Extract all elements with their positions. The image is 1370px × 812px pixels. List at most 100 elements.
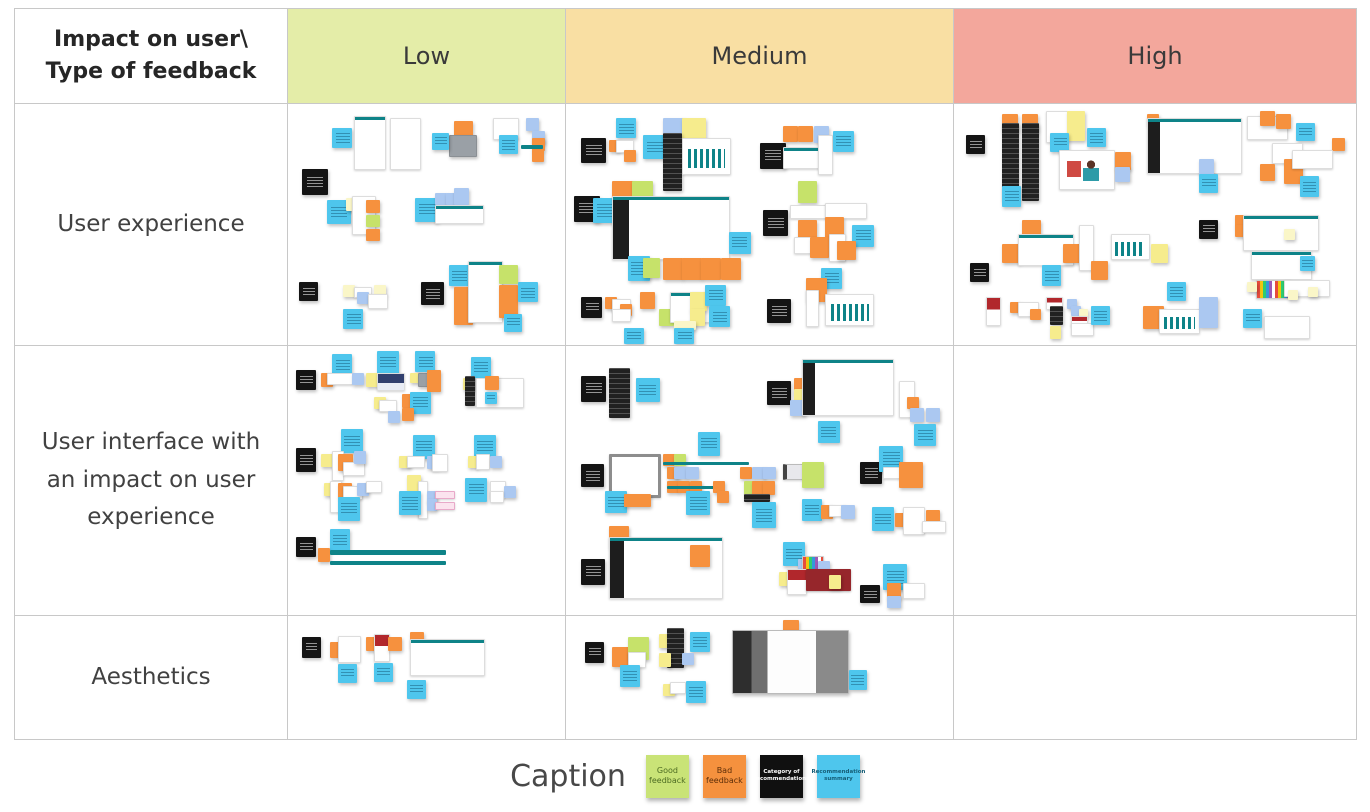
screenshot-thumbnail[interactable]: [1291, 149, 1333, 169]
screenshot-thumbnail[interactable]: [612, 308, 632, 322]
screenshot-thumbnail[interactable]: [490, 491, 505, 504]
sticky-note-blue[interactable]: [1086, 128, 1106, 148]
sticky-note-orange[interactable]: [1010, 301, 1022, 313]
sticky-note-yellow[interactable]: [365, 372, 380, 387]
sticky-note-lavender[interactable]: [426, 491, 437, 504]
sticky-note-orange[interactable]: [751, 480, 764, 495]
sticky-note-lavender[interactable]: [685, 467, 699, 480]
sticky-note-orange[interactable]: [713, 480, 726, 493]
chart-thumbnail[interactable]: [825, 294, 875, 327]
sticky-note-blue[interactable]: [473, 434, 496, 459]
sticky-note-orange[interactable]: [1114, 152, 1131, 171]
sticky-note-blue[interactable]: [689, 631, 710, 652]
screenshot-thumbnail-framed[interactable]: [608, 453, 661, 498]
sticky-note-orange[interactable]: [1062, 243, 1080, 263]
sticky-note-lavender[interactable]: [454, 188, 470, 206]
sticky-note-orange[interactable]: [1142, 306, 1164, 330]
sticky-note-blue[interactable]: [409, 391, 431, 414]
sticky-note-blue[interactable]: [685, 491, 710, 516]
sticky-note-lavender[interactable]: [1199, 159, 1215, 177]
sticky-note-black[interactable]: [581, 375, 607, 402]
sticky-note-pale-yellow[interactable]: [373, 284, 386, 297]
sticky-note-lavender[interactable]: [1070, 306, 1081, 317]
screenshot-thumbnail-grey-app[interactable]: [732, 629, 850, 694]
sticky-note-orange[interactable]: [701, 258, 722, 281]
sticky-note-pale-yellow[interactable]: [1287, 289, 1298, 300]
sticky-note-black[interactable]: [301, 636, 321, 658]
screenshot-thumbnail-teal-header[interactable]: [1243, 214, 1320, 251]
sticky-note-orange[interactable]: [887, 582, 902, 599]
screenshot-thumbnail-teal-header[interactable]: [354, 116, 387, 171]
sticky-note-pale-yellow[interactable]: [1307, 287, 1318, 298]
sticky-note-orange[interactable]: [809, 236, 829, 258]
sticky-note-blue[interactable]: [343, 308, 364, 329]
sticky-note-orange[interactable]: [387, 636, 402, 651]
sticky-note-lavender[interactable]: [526, 118, 540, 132]
sticky-note-orange[interactable]: [662, 258, 683, 281]
sticky-note-blue[interactable]: [398, 491, 421, 516]
sticky-note-blue[interactable]: [728, 231, 751, 254]
screenshot-thumbnail-app-window[interactable]: [608, 536, 723, 599]
sticky-note-blue[interactable]: [1299, 255, 1315, 271]
sticky-note-blue[interactable]: [432, 132, 450, 150]
sticky-note-blue[interactable]: [329, 528, 350, 551]
sticky-note-black[interactable]: [296, 370, 317, 391]
sticky-note-orange[interactable]: [365, 229, 380, 242]
sticky-note-blue[interactable]: [484, 391, 497, 404]
sticky-note-blue[interactable]: [848, 670, 867, 691]
screenshot-thumbnail-dark-panel[interactable]: [662, 132, 682, 191]
label-strip-pink[interactable]: [434, 491, 455, 500]
screenshot-thumbnail[interactable]: [670, 682, 687, 695]
sticky-note-lavender[interactable]: [1066, 299, 1077, 310]
sticky-note-lavender[interactable]: [840, 504, 855, 519]
sticky-note-lavender[interactable]: [751, 467, 765, 480]
illustration-thumbnail[interactable]: [1058, 149, 1115, 190]
sticky-note-blue[interactable]: [412, 434, 435, 459]
sticky-note-blue[interactable]: [340, 429, 363, 454]
screenshot-thumbnail-teal-header[interactable]: [409, 639, 485, 677]
sticky-note-orange[interactable]: [763, 480, 776, 495]
screenshot-thumbnail[interactable]: [825, 202, 868, 219]
sticky-note-yellow[interactable]: [468, 456, 479, 469]
chart-thumbnail[interactable]: [1110, 234, 1150, 261]
sticky-note-yellow[interactable]: [407, 475, 422, 492]
sticky-note-blue[interactable]: [465, 477, 488, 502]
sticky-note-blue[interactable]: [705, 284, 727, 306]
sticky-note-black[interactable]: [296, 536, 317, 557]
sticky-note-orange[interactable]: [782, 125, 798, 142]
sticky-note-lavender[interactable]: [357, 291, 370, 304]
sticky-note-pale-yellow[interactable]: [674, 320, 697, 330]
screenshot-thumbnail-grey[interactable]: [448, 135, 477, 158]
sticky-note-blue[interactable]: [1050, 132, 1070, 152]
sticky-note-blue[interactable]: [751, 502, 776, 529]
sticky-note-blue[interactable]: [802, 499, 823, 522]
sticky-note-blue[interactable]: [332, 128, 353, 149]
sticky-note-black[interactable]: [581, 296, 603, 318]
screenshot-thumbnail-teal-header[interactable]: [782, 147, 825, 170]
sticky-note-blue[interactable]: [593, 197, 616, 223]
teal-bar[interactable]: [329, 550, 446, 556]
sticky-note-green[interactable]: [498, 265, 518, 285]
sticky-note-green[interactable]: [365, 214, 380, 227]
sticky-note-blue[interactable]: [470, 356, 491, 378]
sticky-note-black[interactable]: [585, 641, 605, 663]
sticky-note-blue[interactable]: [337, 496, 360, 521]
sticky-note-blue[interactable]: [817, 421, 840, 444]
sticky-note-black[interactable]: [767, 299, 792, 324]
sticky-note-orange[interactable]: [798, 219, 818, 241]
sticky-note-black[interactable]: [970, 263, 990, 283]
sticky-note-blue[interactable]: [620, 665, 641, 688]
legend-note-bad-feedback[interactable]: Bad feedback: [702, 754, 746, 798]
screenshot-thumbnail-app-window[interactable]: [802, 359, 895, 417]
sticky-note-black[interactable]: [1199, 219, 1219, 239]
sticky-note-blue[interactable]: [376, 351, 399, 375]
sticky-note-blue[interactable]: [415, 351, 436, 373]
screenshot-thumbnail[interactable]: [817, 135, 833, 176]
sticky-note-yellow[interactable]: [1150, 243, 1168, 263]
sticky-note-blue[interactable]: [498, 135, 518, 155]
sticky-note-black[interactable]: [860, 585, 881, 604]
sticky-note-blue[interactable]: [685, 681, 706, 704]
screenshot-thumbnail[interactable]: [379, 399, 398, 412]
sticky-note-blue[interactable]: [604, 491, 627, 514]
sticky-note-black[interactable]: [759, 142, 786, 169]
